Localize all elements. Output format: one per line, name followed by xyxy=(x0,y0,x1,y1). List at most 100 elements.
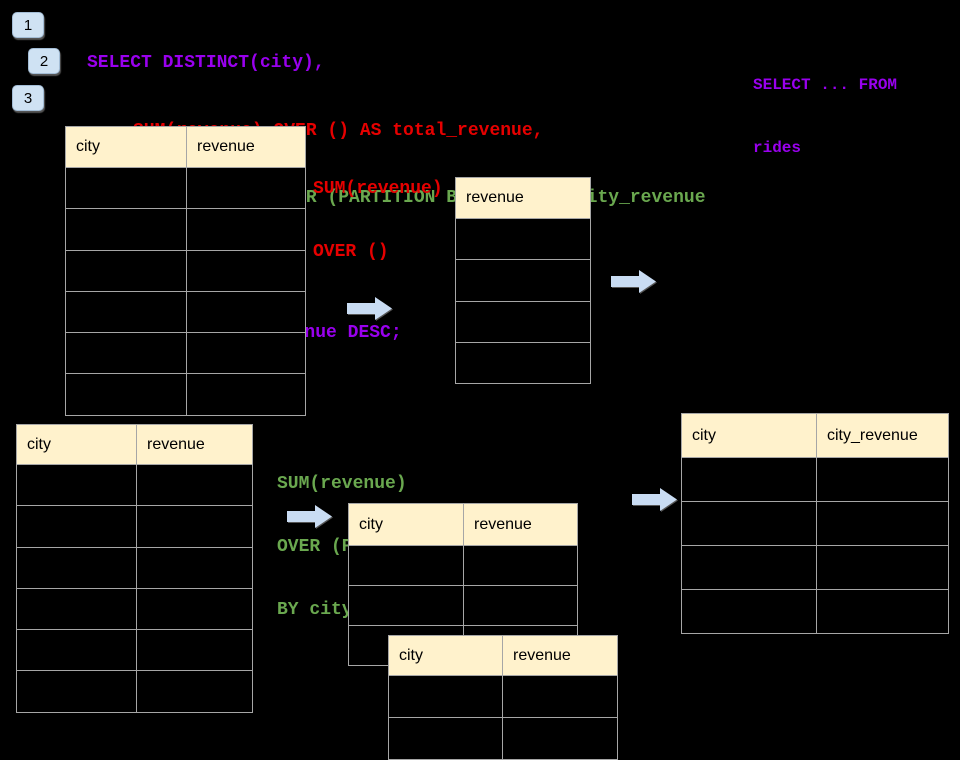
table-row xyxy=(348,585,578,626)
step-badge-3: 3 xyxy=(12,85,44,111)
table-cell xyxy=(186,373,306,416)
table-row xyxy=(455,300,591,343)
table-result-city-revenue: city city_revenue xyxy=(681,413,949,634)
table-cell xyxy=(16,546,137,589)
table-cell xyxy=(65,166,187,210)
table-row xyxy=(455,341,591,385)
table-row xyxy=(681,501,949,546)
table-cell xyxy=(455,300,591,343)
table-row xyxy=(65,290,306,334)
table-source-bottom: city revenue xyxy=(16,424,253,713)
label-total-line-2: OVER () xyxy=(313,242,389,262)
table-cell xyxy=(186,249,306,292)
table-row xyxy=(65,249,306,292)
table-cell xyxy=(16,670,137,713)
table-header-row: city revenue xyxy=(388,635,618,676)
table-cell xyxy=(136,463,253,507)
table-cell xyxy=(65,332,187,375)
table-row xyxy=(455,217,591,261)
table-row xyxy=(16,505,253,548)
table-row xyxy=(65,166,306,210)
column-header-revenue: revenue xyxy=(186,126,306,168)
table-cell xyxy=(455,217,591,261)
arrow-right-icon xyxy=(611,270,656,293)
table-cell xyxy=(502,717,618,760)
slide: { "slide": { "badges": ["1", "2", "3"], … xyxy=(12,12,949,760)
table-cell xyxy=(16,505,137,548)
table-cell xyxy=(681,501,817,546)
column-header-revenue: revenue xyxy=(136,424,253,465)
table-cell xyxy=(65,208,187,251)
column-header-city-revenue: city_revenue xyxy=(816,413,949,458)
table-row xyxy=(455,259,591,302)
table-cell xyxy=(136,629,253,672)
table-cell xyxy=(463,545,578,586)
step-badge-1: 1 xyxy=(12,12,44,38)
column-header-city: city xyxy=(388,635,503,676)
table-cell xyxy=(816,501,949,546)
side-note-line-1: SELECT ... FROM xyxy=(753,76,898,94)
table-row xyxy=(65,332,306,375)
table-row xyxy=(65,208,306,251)
table-row xyxy=(388,675,618,718)
table-row xyxy=(16,463,253,507)
table-header-row: revenue xyxy=(455,177,591,219)
column-header-city: city xyxy=(681,413,817,458)
side-note: SELECT ... FROM rides xyxy=(753,33,897,180)
table-cell xyxy=(186,166,306,210)
table-cell xyxy=(136,505,253,548)
table-cell xyxy=(348,585,464,626)
table-cell xyxy=(816,457,949,502)
table-row xyxy=(681,457,949,502)
table-cell xyxy=(136,546,253,589)
sql-code-line-1: SELECT DISTINCT(city), xyxy=(87,53,325,73)
table-row xyxy=(16,546,253,589)
table-row xyxy=(681,589,949,634)
table-cell xyxy=(681,545,817,590)
table-cell xyxy=(348,545,464,586)
table-partition-overlay: city revenue xyxy=(388,635,618,760)
table-cell xyxy=(455,341,591,385)
table-cell xyxy=(388,717,503,760)
table-header-row: city city_revenue xyxy=(681,413,949,458)
table-cell xyxy=(65,373,187,416)
arrow-right-icon xyxy=(632,488,677,511)
step-badge-2: 2 xyxy=(28,48,60,74)
table-cell xyxy=(186,208,306,251)
table-cell xyxy=(816,589,949,634)
table-cell xyxy=(455,259,591,302)
table-cell xyxy=(186,290,306,334)
column-header-city: city xyxy=(16,424,137,465)
table-header-row: city revenue xyxy=(65,126,306,168)
arrow-right-icon xyxy=(287,505,332,528)
table-header-row: city revenue xyxy=(348,503,578,546)
table-cell xyxy=(681,589,817,634)
table-cell xyxy=(65,249,187,292)
table-cell xyxy=(16,587,137,631)
column-header-revenue: revenue xyxy=(455,177,591,219)
table-cell xyxy=(816,545,949,590)
column-header-revenue: revenue xyxy=(463,503,578,546)
table-cell xyxy=(16,463,137,507)
table-cell xyxy=(681,457,817,502)
table-cell xyxy=(65,290,187,334)
table-source-top: city revenue xyxy=(65,126,306,416)
column-header-revenue: revenue xyxy=(502,635,618,676)
table-cell xyxy=(463,585,578,626)
table-cell xyxy=(186,332,306,375)
side-note-line-2: rides xyxy=(753,139,802,157)
table-cell xyxy=(388,675,503,718)
table-row xyxy=(681,545,949,590)
arrow-right-icon xyxy=(347,297,392,320)
table-header-row: city revenue xyxy=(16,424,253,465)
table-row xyxy=(16,629,253,672)
table-cell xyxy=(502,675,618,718)
table-row xyxy=(65,373,306,416)
label-partition-line-1: SUM(revenue) xyxy=(277,474,407,494)
column-header-city: city xyxy=(65,126,187,168)
table-row xyxy=(16,670,253,713)
table-cell xyxy=(136,587,253,631)
label-sum-over-total: SUM(revenue) OVER () xyxy=(313,137,443,284)
table-total-revenue: revenue xyxy=(455,177,591,385)
table-row xyxy=(388,717,618,760)
